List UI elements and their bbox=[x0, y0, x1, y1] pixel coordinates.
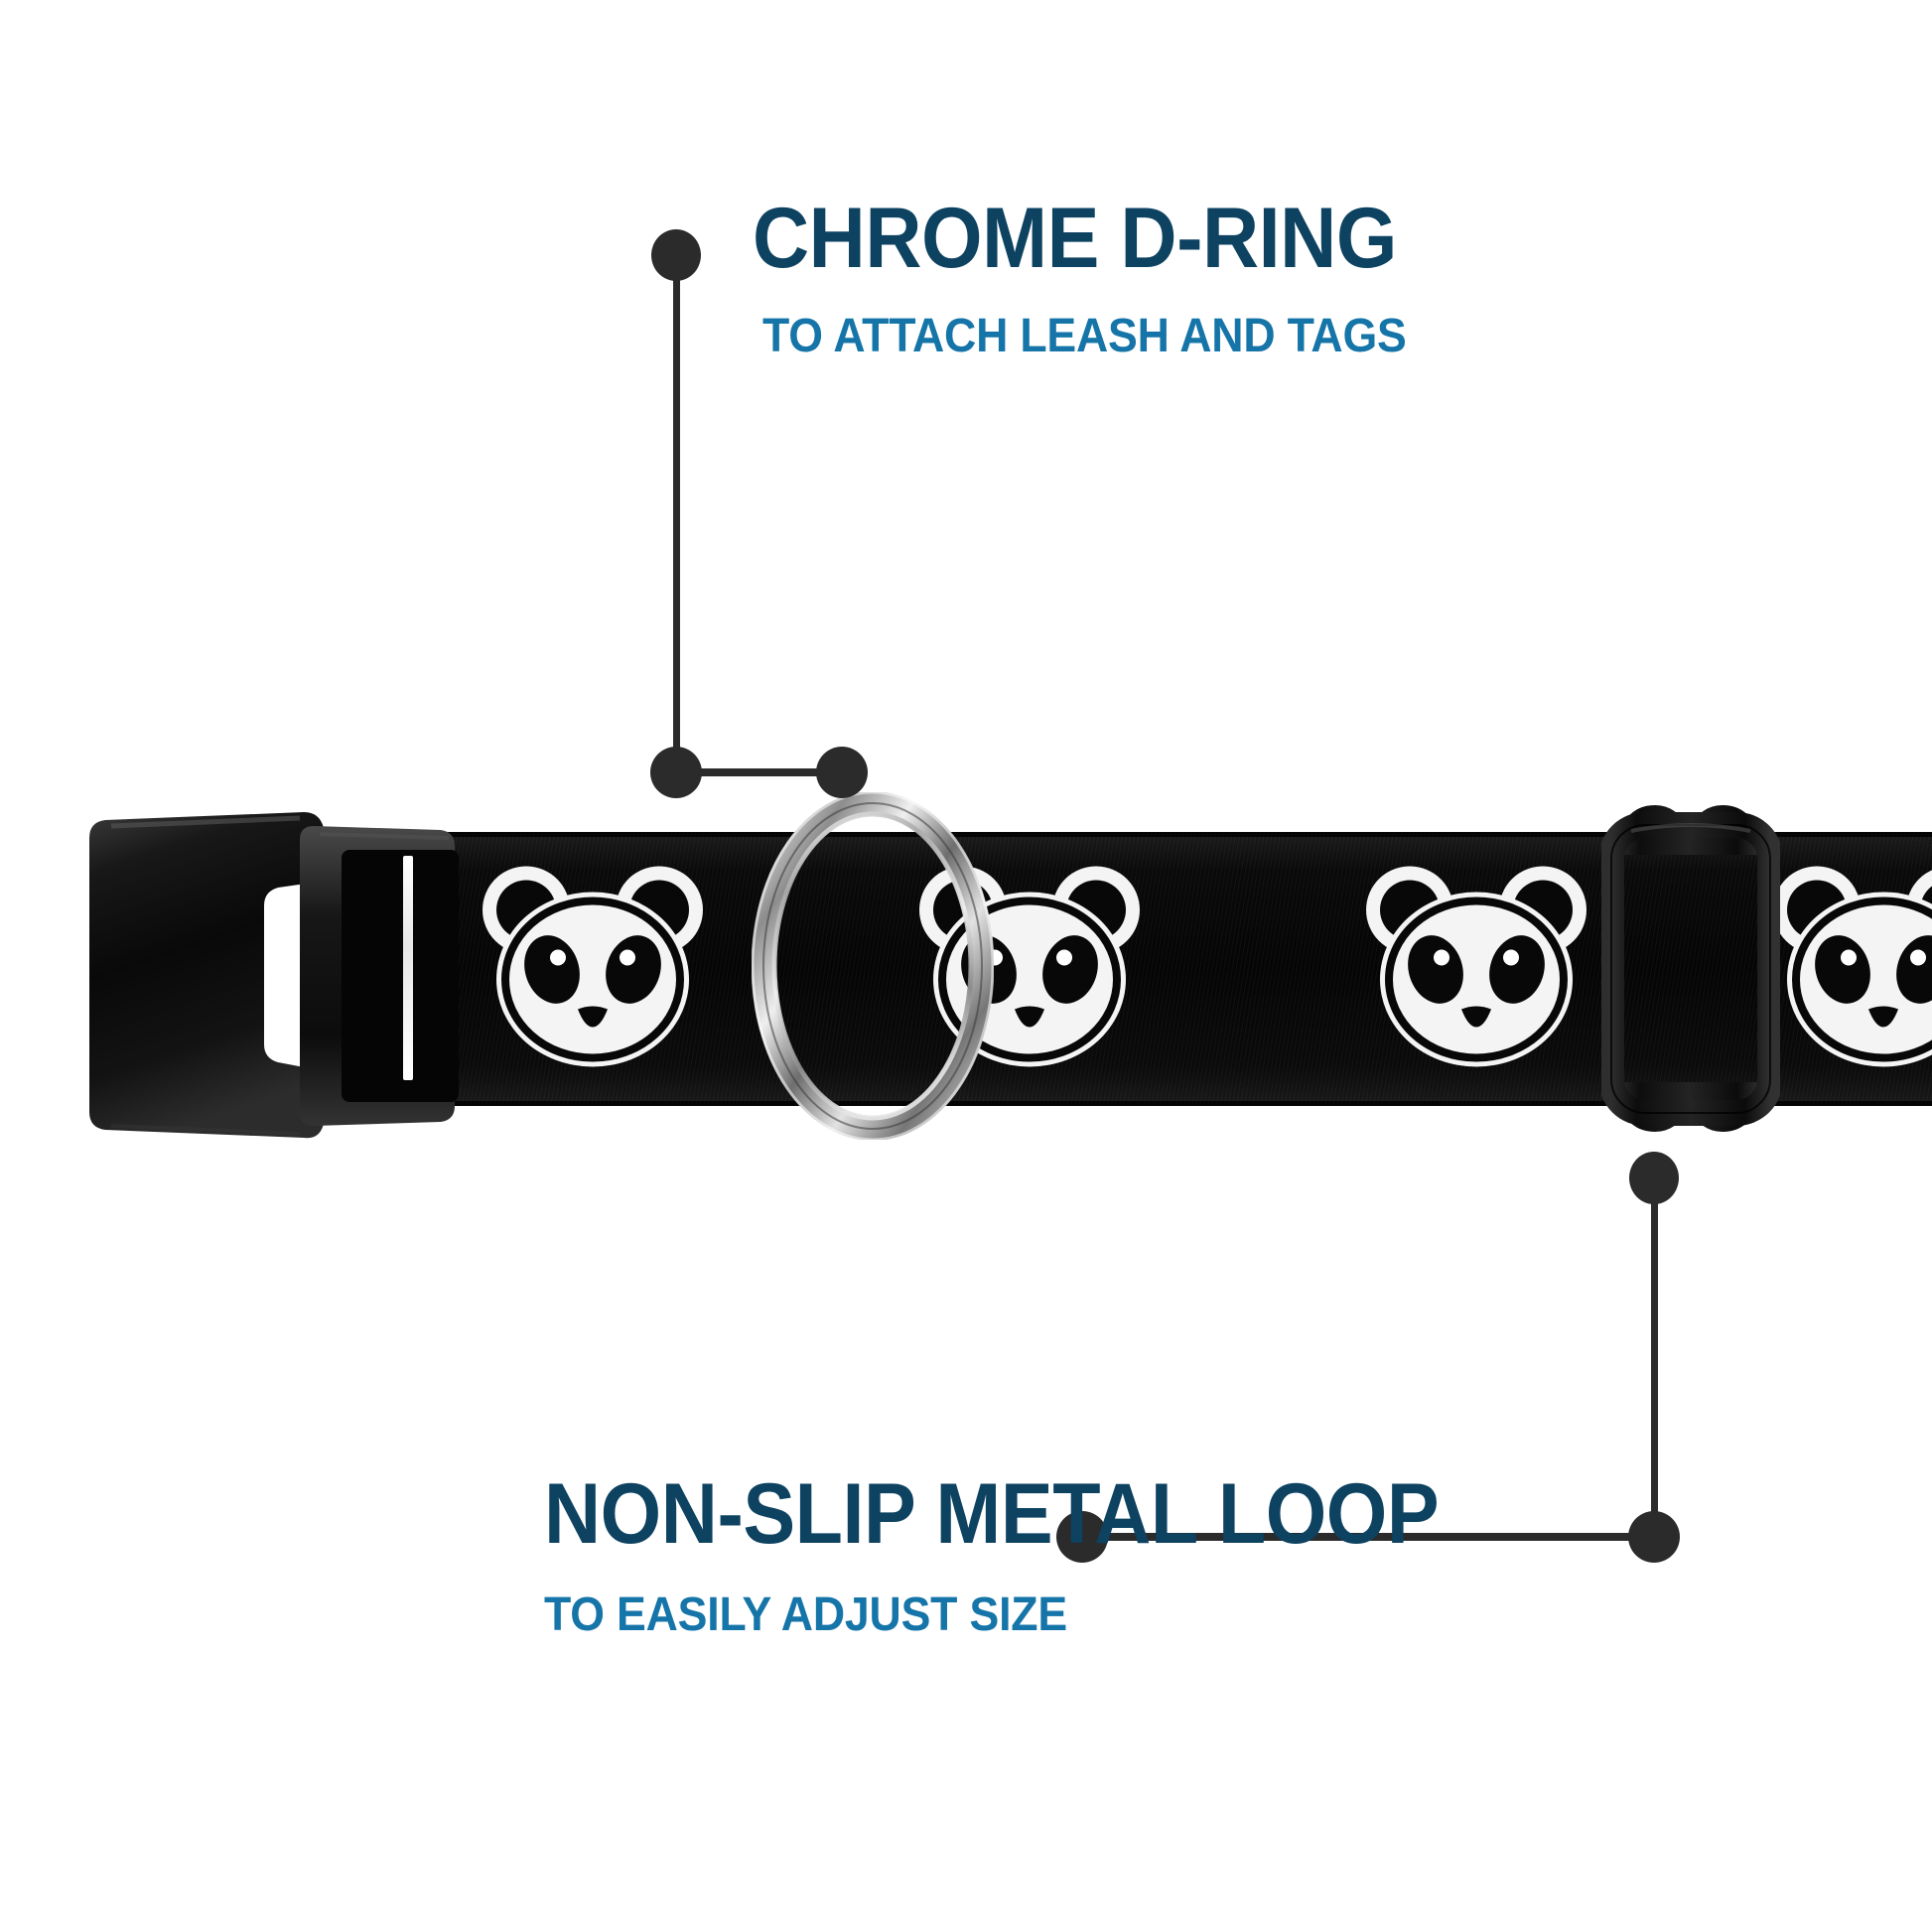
chrome-d-ring bbox=[751, 790, 995, 1142]
callout-line-vertical-top bbox=[673, 256, 680, 782]
callout-line-horizontal-top bbox=[675, 768, 849, 776]
callout-dot-title-bottom bbox=[1056, 1511, 1108, 1563]
callout-line-vertical-bottom bbox=[1651, 1179, 1658, 1542]
metal-adjuster-loop bbox=[1598, 797, 1783, 1140]
callout-subtitle-chrome-d-ring: TO ATTACH LEASH AND TAGS bbox=[762, 310, 1407, 362]
callout-line-horizontal-bottom bbox=[1082, 1533, 1656, 1541]
panda-motif bbox=[1759, 863, 1932, 1076]
callout-dot-target-dring bbox=[816, 747, 868, 798]
side-release-buckle bbox=[71, 784, 459, 1167]
panda-motif bbox=[469, 863, 717, 1076]
callout-title-chrome-d-ring: CHROME D-RING bbox=[753, 191, 1397, 286]
panda-motif bbox=[1352, 863, 1600, 1076]
buckle-highlight bbox=[403, 856, 413, 1080]
callout-title-non-slip-metal-loop: NON-SLIP METAL LOOP bbox=[544, 1466, 1440, 1562]
callout-subtitle-non-slip-metal-loop: TO EASILY ADJUST SIZE bbox=[544, 1588, 1067, 1641]
